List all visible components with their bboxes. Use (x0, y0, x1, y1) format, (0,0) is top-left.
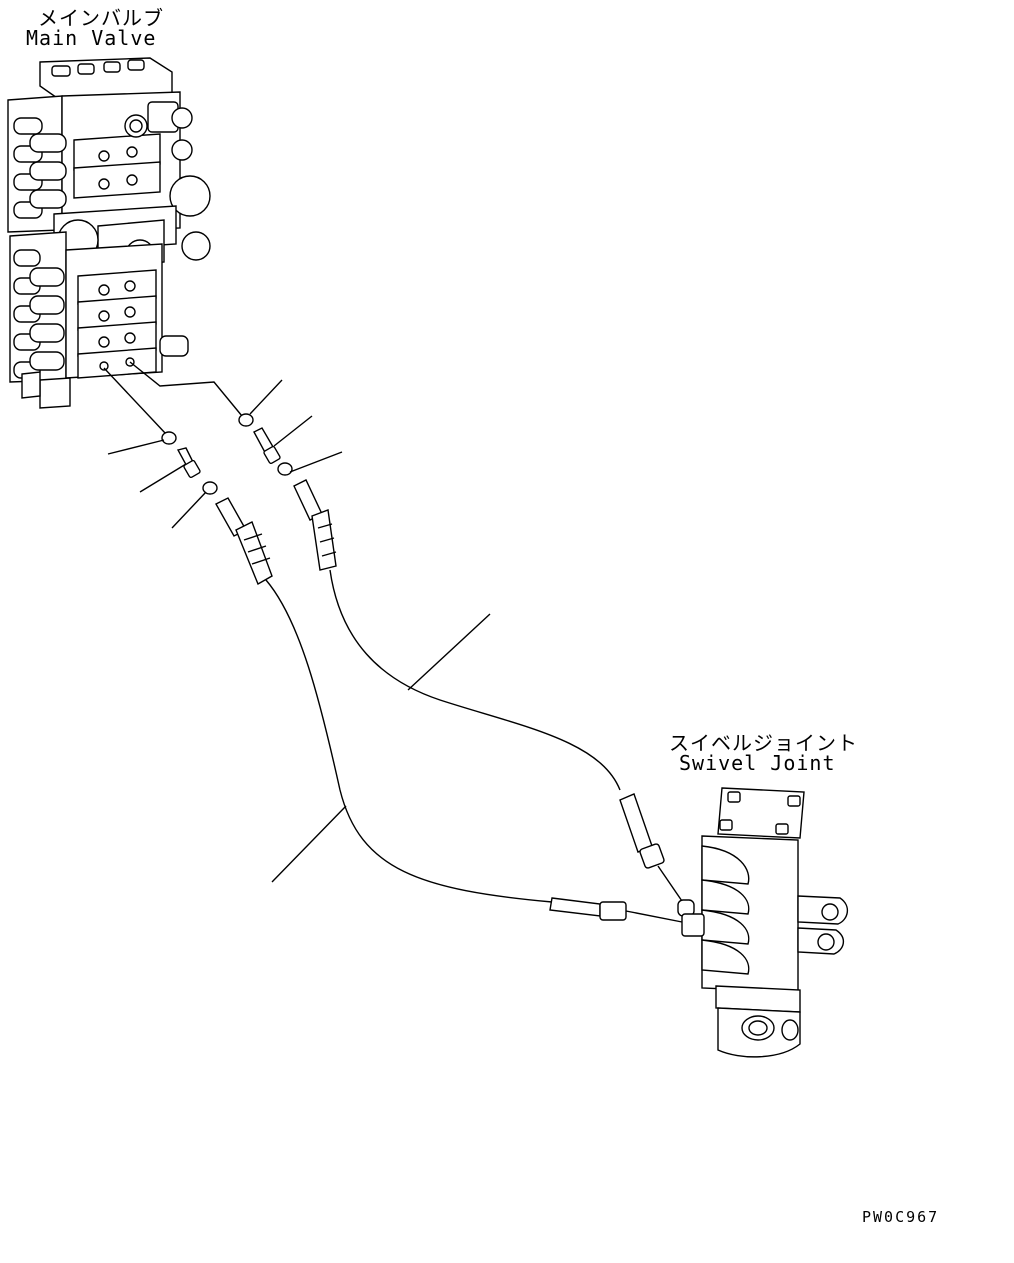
o-ring-b1 (238, 413, 254, 427)
hose-b (129, 361, 685, 905)
swivel-joint (677, 787, 848, 1058)
main-valve-label-jp: メインバルブ (38, 6, 164, 30)
hose-a-end-fitting (599, 901, 627, 921)
o-ring-a1 (161, 431, 177, 445)
main-valve-label-en: Main Valve (26, 26, 157, 50)
hose-a (103, 367, 683, 923)
leader-lines (107, 379, 491, 883)
o-ring-a2 (202, 481, 218, 495)
hose-b-end-fitting (639, 843, 665, 869)
o-ring-b2 (277, 462, 293, 476)
hose-a-end-sleeve (549, 897, 601, 917)
swivel-joint-label-en: Swivel Joint (679, 751, 836, 775)
swivel-joint-label-jp: スイベルジョイント (669, 731, 858, 755)
swivel-port-lower (681, 913, 705, 937)
hose-a-sleeve (235, 521, 273, 586)
hose-b-sleeve (311, 509, 337, 571)
drawing-code: PW0C967 (862, 1208, 940, 1226)
main-valve (7, 57, 211, 409)
hose-b-end-sleeve (619, 793, 653, 853)
